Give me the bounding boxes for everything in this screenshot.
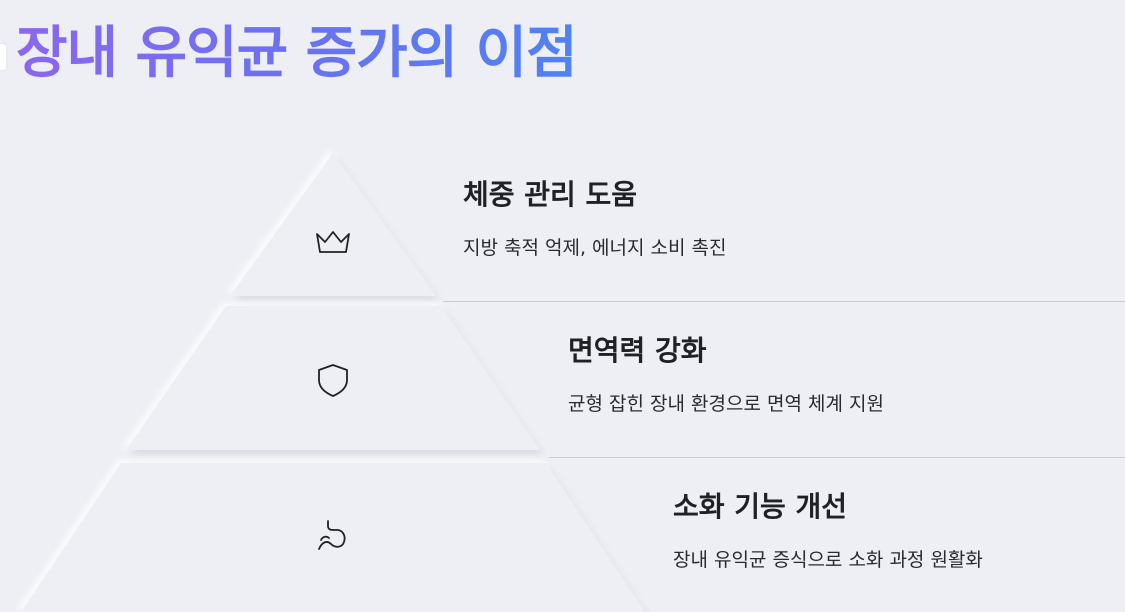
tier-heading: 체중 관리 도움 (463, 178, 638, 211)
page-title: 장내 유익균 증가의 이점 (16, 14, 578, 94)
edge-tab (0, 44, 6, 70)
tier-heading: 면역력 강화 (568, 334, 707, 367)
tier-text-3: 소화 기능 개선 장내 유익균 증식으로 소화 과정 원활화 (673, 489, 983, 573)
tier-divider-1 (443, 301, 1125, 302)
tier-divider-2 (549, 457, 1125, 458)
shield-icon (313, 360, 353, 400)
tier-description: 장내 유익균 증식으로 소화 과정 원활화 (673, 549, 983, 571)
tier-description: 균형 잡힌 장내 환경으로 면역 체계 지원 (568, 393, 884, 415)
pyramid-tier-bottom (21, 463, 645, 612)
tier-heading: 소화 기능 개선 (673, 490, 848, 523)
stomach-icon (313, 516, 353, 556)
tier-description: 지방 축적 억제, 에너지 소비 촉진 (463, 237, 727, 259)
pyramid-tier-middle (126, 306, 540, 450)
pyramid-tier-top (230, 153, 436, 296)
tier-text-1: 체중 관리 도움 지방 축적 억제, 에너지 소비 촉진 (463, 177, 726, 261)
tier-text-2: 면역력 강화 균형 잡힌 장내 환경으로 면역 체계 지원 (568, 333, 884, 417)
crown-icon (313, 224, 353, 264)
